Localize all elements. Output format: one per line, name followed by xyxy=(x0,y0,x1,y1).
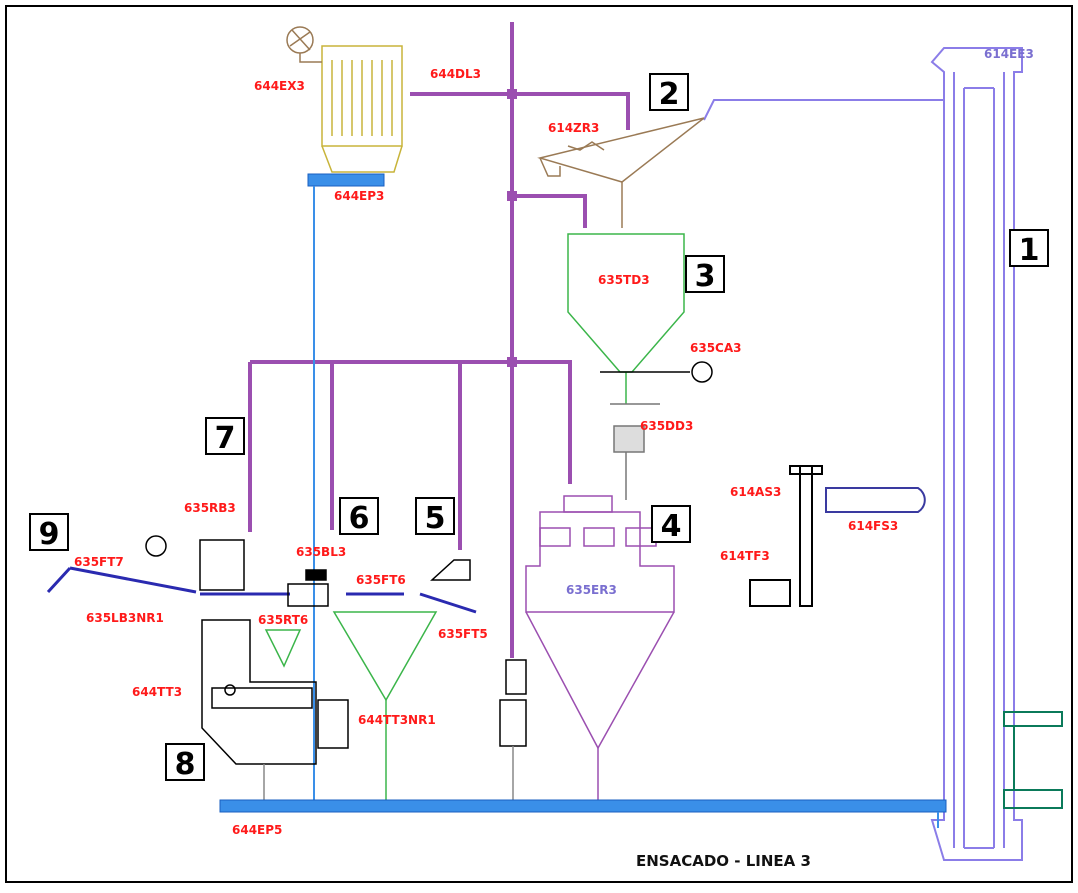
bottom-conveyor xyxy=(220,800,946,828)
dust-duct xyxy=(250,22,628,658)
spout xyxy=(500,660,526,800)
funnels xyxy=(266,612,436,800)
number-labels: 1 2 3 4 5 6 7 8 9 xyxy=(39,77,1040,782)
tag-635CA3: 635CA3 xyxy=(690,341,742,355)
number-7: 7 xyxy=(215,421,236,456)
number-boxes xyxy=(30,74,1048,780)
collector-screw xyxy=(308,174,384,800)
tag-635DD3: 635DD3 xyxy=(640,419,693,433)
tag-614FS3: 614FS3 xyxy=(848,519,898,533)
number-4: 4 xyxy=(661,509,682,544)
number-3: 3 xyxy=(695,259,716,294)
rb-unit xyxy=(146,536,244,590)
tag-614AS3: 614AS3 xyxy=(730,485,781,499)
number-9: 9 xyxy=(39,517,60,552)
number-6: 6 xyxy=(349,501,370,536)
tag-635LB3NR1: 635LB3NR1 xyxy=(86,611,164,625)
number-1: 1 xyxy=(1019,233,1040,268)
tag-635RB3: 635RB3 xyxy=(184,501,236,515)
tag-635RT6: 635RT6 xyxy=(258,613,308,627)
valve xyxy=(600,362,712,382)
number-2: 2 xyxy=(659,77,680,112)
tag-644DL3: 644DL3 xyxy=(430,67,481,81)
tag-635FT5: 635FT5 xyxy=(438,627,488,641)
number-5: 5 xyxy=(425,501,446,536)
tag-644TT3: 644TT3 xyxy=(132,685,182,699)
tag-644EP3: 644EP3 xyxy=(334,189,384,203)
tag-635ER3: 635ER3 xyxy=(566,583,617,597)
edge-equipment xyxy=(1004,712,1062,808)
tag-635FT6: 635FT6 xyxy=(356,573,406,587)
bucket-elevator xyxy=(704,48,1022,860)
feeder-5 xyxy=(432,560,470,580)
dust-collector xyxy=(322,46,402,172)
tag-614TF3: 614TF3 xyxy=(720,549,770,563)
tag-644EP5: 644EP5 xyxy=(232,823,282,837)
tag-644TT3NR1: 644TT3NR1 xyxy=(358,713,436,727)
tag-614EE3: 614EE3 xyxy=(984,47,1034,61)
tag-635FT7: 635FT7 xyxy=(74,555,124,569)
collector-fan xyxy=(287,27,322,62)
feeder-6 xyxy=(288,570,328,606)
bag-feeder xyxy=(826,488,925,512)
diagram-title: ENSACADO - LINEA 3 xyxy=(636,852,811,870)
tag-635TD3: 635TD3 xyxy=(598,273,650,287)
silo xyxy=(568,234,684,404)
tag-614ZR3: 614ZR3 xyxy=(548,121,599,135)
conveyors xyxy=(48,568,476,612)
number-8: 8 xyxy=(175,747,196,782)
tag-644EX3: 644EX3 xyxy=(254,79,305,93)
tag-635BL3: 635BL3 xyxy=(296,545,346,559)
